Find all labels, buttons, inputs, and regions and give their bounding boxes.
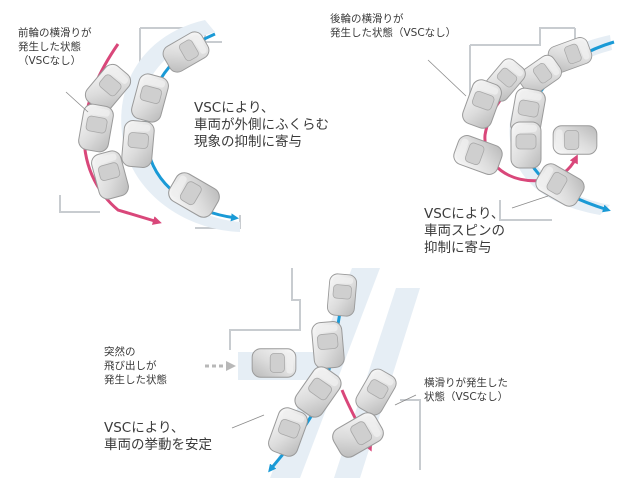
scene-oversteer	[427, 27, 615, 221]
leader-line	[427, 59, 467, 97]
oversteer-vsc-effect-label: VSCにより、 車両スピンの 抑制に寄与	[424, 206, 505, 256]
car-icon	[120, 119, 156, 169]
leader-line	[394, 394, 417, 406]
scene-avoidance	[205, 268, 421, 478]
leader-line	[231, 414, 265, 429]
car-icon	[326, 272, 358, 318]
car-icon	[552, 125, 598, 155]
road-band	[121, 20, 240, 232]
leader-line	[511, 195, 549, 209]
car-icon	[310, 320, 346, 370]
avoidance-vsc-effect-label: VSCにより、 車両の挙動を安定	[104, 420, 212, 453]
avoidance-condition-label: 横滑りが発生した 状態（VSCなし）	[424, 377, 509, 403]
car-icon	[510, 121, 542, 169]
scene-understeer	[59, 20, 241, 232]
understeer-condition-label: 前輪の横滑りが 発生した状態 （VSCなし）	[18, 27, 92, 67]
road-outline	[229, 268, 421, 470]
understeer-vsc-effect-label: VSCにより、 車両が外側にふくらむ 現象の抑制に寄与	[194, 100, 329, 150]
car-icon	[450, 132, 506, 178]
leader-line	[65, 91, 89, 113]
avoidance-trigger-label: 突然の 飛び出しが 発生した状態	[104, 346, 167, 386]
car-icon	[251, 348, 297, 378]
car-icon	[76, 102, 116, 154]
car-icon	[459, 76, 505, 132]
oversteer-condition-label: 後輪の横滑りが 発生した状態（VSCなし）	[330, 13, 457, 39]
approach-arrow-icon	[226, 361, 236, 371]
